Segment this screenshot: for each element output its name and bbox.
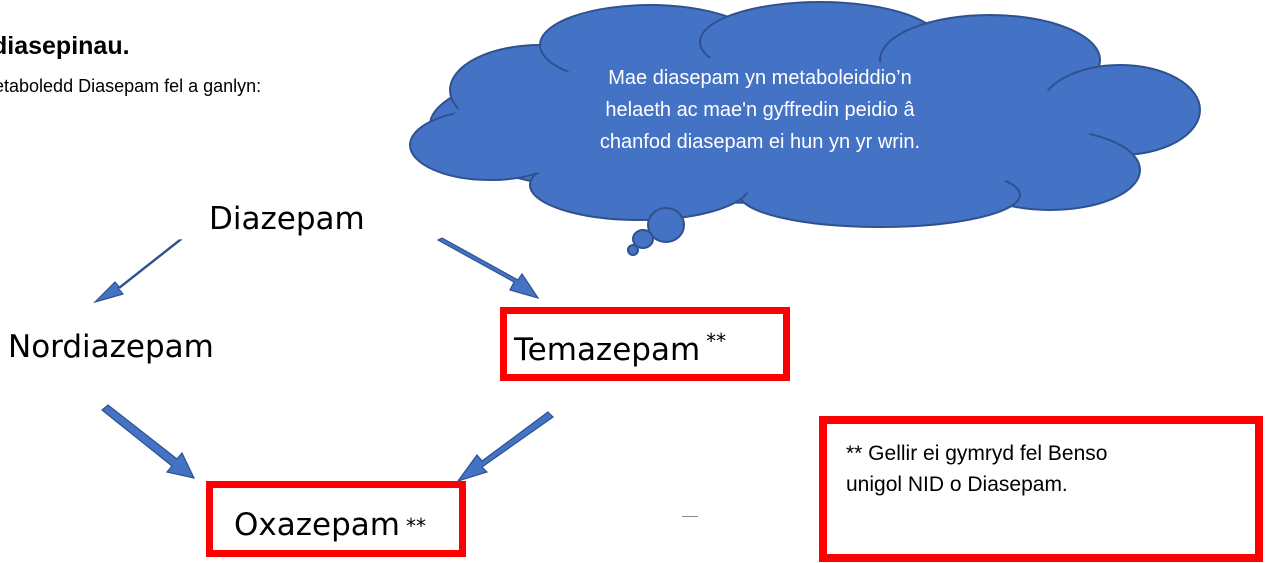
cloud-bubble-medium [632, 229, 654, 249]
node-nordiazepam: Nordiazepam [8, 329, 214, 365]
note-text: ** Gellir ei gymryd fel Benso unigol NID… [846, 438, 1226, 500]
node-temazepam: Temazepam** [514, 331, 726, 366]
arrow-diazepam-to-temazepam [436, 237, 540, 300]
arrow-nordiazepam-to-oxazepam [101, 404, 196, 479]
dash-mark [682, 516, 698, 517]
node-label: Temazepam [514, 332, 701, 368]
callout-line: chanfod diasepam ei hun yn yr wrin. [599, 131, 921, 153]
callout-line: helaeth ac mae'n gyffredin peidio â [605, 99, 915, 121]
note-line: ** Gellir ei gymryd fel Benso [846, 442, 1108, 465]
arrow-diazepam-to-nordiazepam [92, 239, 183, 304]
page-heading: diasepinau. [0, 32, 130, 60]
node-diazepam: Diazepam [209, 201, 365, 237]
cloud-bubble-large [647, 207, 685, 243]
arrow-temazepam-to-oxazepam [456, 411, 554, 483]
note-line: unigol NID o Diasepam. [846, 473, 1068, 496]
node-label: Oxazepam [234, 507, 400, 543]
intro-text: etaboledd Diasepam fel a ganlyn: [0, 76, 262, 96]
cloud-fill [810, 75, 1090, 185]
asterisk-mark: ** [405, 514, 426, 538]
highlight-box-temazepam [500, 307, 790, 381]
callout-line: Mae diasepam yn metaboleiddio’n [608, 67, 912, 89]
callout-text: Mae diasepam yn metaboleiddio’n helaeth … [520, 62, 1000, 158]
asterisk-mark: ** [706, 329, 727, 353]
cloud-fill [550, 110, 750, 190]
cloud-bubble-small [627, 244, 639, 256]
note-box [819, 416, 1263, 562]
node-oxazepam: Oxazepam** [234, 510, 426, 541]
highlight-box-oxazepam [206, 481, 466, 557]
thought-cloud [409, 1, 1201, 256]
